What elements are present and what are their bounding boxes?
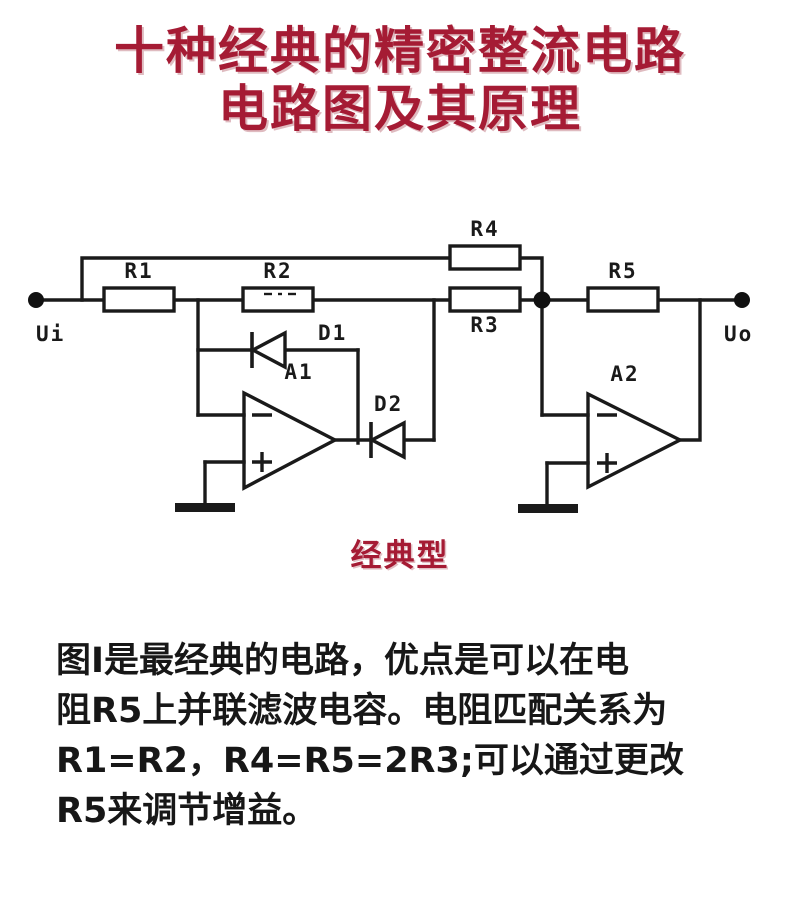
label-ui: Ui	[36, 322, 65, 346]
ground-symbol-a2	[518, 504, 578, 513]
figure-caption: 经典型	[350, 538, 450, 574]
opamp-a2-body	[586, 391, 684, 490]
resistor-r2-body	[241, 286, 315, 313]
body-line-1: 图I是最经典的电路，优点是可以在电	[56, 641, 630, 681]
label-r4: R4	[470, 217, 499, 241]
label-d1: D1	[318, 321, 347, 345]
terminal-dot-ui	[28, 292, 44, 308]
body-line-2: 阻R5上并联滤波电容。电阻匹配关系为	[56, 691, 668, 731]
label-a2: A2	[610, 362, 639, 386]
page-title: 十种经典的精密整流电路 电路图及其原理	[0, 22, 800, 138]
label-a1: A1	[284, 360, 313, 384]
body-line-4: R5来调节增益。	[56, 791, 318, 831]
diode-d2	[368, 420, 406, 460]
circuit-diagram: R1 R2 R3 R4 R5 D1 D2 A1 A2 Ui Uo	[0, 206, 800, 526]
terminal-dot-uo	[734, 292, 750, 308]
title-line-2: 电路图及其原理	[218, 80, 582, 138]
wire-top-left-rail	[80, 256, 452, 302]
body-paragraph: 图I是最经典的电路，优点是可以在电 阻R5上并联滤波电容。电阻匹配关系为 R1=…	[56, 636, 756, 836]
diode-d1	[249, 330, 287, 370]
resistor-r3-body	[448, 286, 522, 313]
label-r5: R5	[608, 259, 637, 283]
label-r2: R2	[263, 259, 292, 283]
wire-a2-output-to-uo	[678, 298, 702, 442]
ground-symbol-a1	[175, 503, 235, 512]
resistor-r1-body	[102, 286, 176, 313]
resistor-r5-body	[586, 286, 660, 313]
junction-dot-node-b	[533, 291, 551, 309]
label-uo: Uo	[724, 322, 753, 346]
body-line-3: R1=R2，R4=R5=2R3;可以通过更改	[56, 741, 684, 781]
resistor-r4-body	[448, 244, 522, 271]
label-r3: R3	[470, 313, 499, 337]
circuit-schematic-svg: R1 R2 R3 R4 R5 D1 D2 A1 A2 Ui Uo	[28, 217, 753, 513]
title-line-1: 十种经典的精密整流电路	[114, 22, 686, 80]
label-r1: R1	[124, 259, 153, 283]
label-d2: D2	[374, 392, 403, 416]
opamp-a1-body	[242, 390, 339, 491]
wire-r4-to-node	[518, 256, 544, 302]
